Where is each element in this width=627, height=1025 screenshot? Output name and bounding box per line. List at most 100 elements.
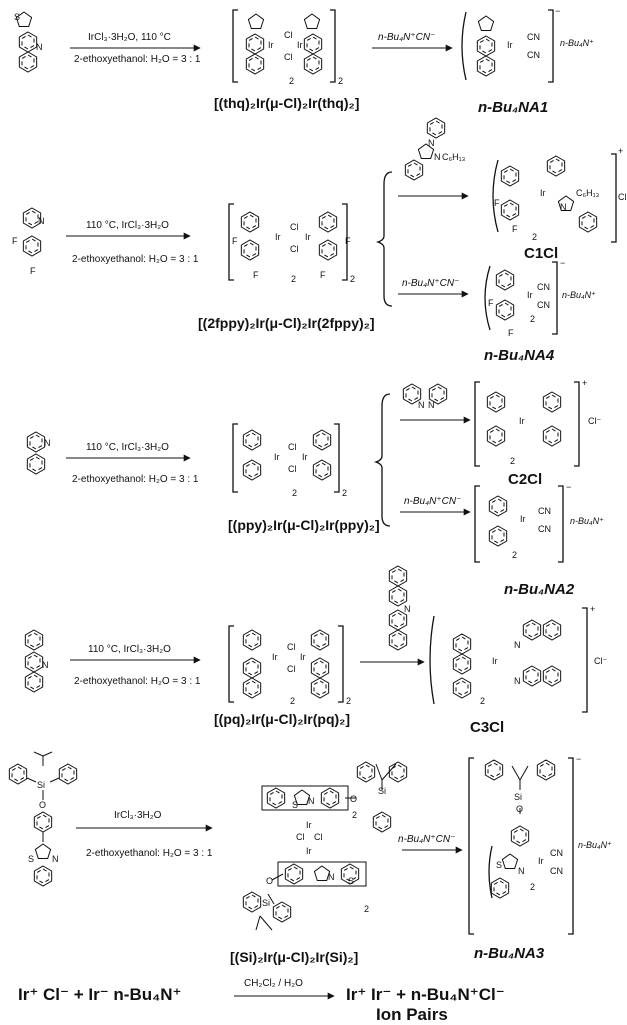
equation-right: Ir⁺ Ir⁻ + n-Bu₄N⁺Cl⁻: [346, 985, 505, 1004]
cond-top-thq: IrCl₃·3H₂O, 110 °C: [88, 32, 171, 43]
ligand-bipyridine: N N: [402, 383, 448, 410]
branch-brace: [373, 393, 391, 527]
atom-n: N: [514, 676, 521, 686]
atom-n: N: [514, 640, 521, 650]
atom-ir: Ir: [268, 40, 274, 50]
atom-n: N: [42, 660, 49, 670]
row-si: Si O S N IrCl₃·3H₂O 2-ethoxyethanol: H₂O…: [8, 751, 612, 965]
counter-anion: Cl⁻: [618, 192, 627, 202]
atom-n: N: [418, 400, 425, 410]
atom-s: S: [348, 876, 354, 886]
charge-plus: +: [618, 146, 623, 156]
cond-top-ppy: 110 °C, IrCl₃·3H₂O: [86, 442, 169, 453]
atom-cl: Cl: [287, 642, 296, 652]
atom-s: S: [28, 854, 34, 864]
branch-brace: [375, 171, 393, 307]
subscript-2: 2: [352, 810, 357, 820]
atom-cn: CN: [550, 866, 563, 876]
atom-si: Si: [37, 780, 45, 790]
atom-f: F: [30, 266, 36, 276]
charge-plus: +: [582, 378, 587, 388]
atom-n: N: [434, 152, 441, 162]
cond-bottom-pq: 2-ethoxyethanol: H₂O = 3 : 1: [74, 676, 201, 687]
atom-ir: Ir: [540, 188, 546, 198]
product-label-c3: C3Cl: [470, 719, 504, 736]
dimer-si: S N O Si 2 Ir Cl Cl Ir O Si N S 2: [242, 761, 408, 931]
atom-ir: Ir: [272, 652, 278, 662]
product-c1: Ir F F N C₆H₁₃ 2 + Cl⁻: [492, 146, 627, 243]
ligand-pq: N: [24, 629, 49, 693]
counter-cation: n-Bu₄N⁺: [570, 516, 604, 526]
product-a2: Ir CN CN 2 − n-Bu₄N⁺: [474, 482, 604, 563]
row-2fppy: N F F 110 °C, IrCl₃·3H₂O 2-ethoxyethanol…: [12, 117, 627, 364]
atom-n: N: [36, 42, 43, 52]
cond-bottom-thq: 2-ethoxyethanol: H₂O = 3 : 1: [74, 54, 201, 65]
dimer-2fppy: Ir Ir Cl Cl F F F F 2 2: [228, 203, 355, 284]
reagent-ppy: n-Bu₄N⁺CN⁻: [404, 496, 461, 507]
charge-plus: +: [590, 604, 595, 614]
counter-anion: Cl⁻: [588, 416, 601, 426]
atom-n: N: [328, 872, 335, 882]
atom-s: S: [496, 860, 502, 870]
counter-cation: n-Bu₄N⁺: [560, 38, 594, 48]
atom-cl: Cl: [284, 52, 293, 62]
subscript-2: 2: [338, 76, 343, 86]
atom-ir: Ir: [520, 514, 526, 524]
atom-cn: CN: [538, 524, 551, 534]
atom-s: S: [14, 12, 20, 22]
atom-f: F: [345, 236, 351, 246]
row-pq: N 110 °C, IrCl₃·3H₂O 2-ethoxyethanol: H₂…: [24, 565, 607, 736]
reagent-2fppy: n-Bu₄N⁺CN⁻: [402, 278, 459, 289]
ligand-ppy: N: [26, 431, 51, 475]
atom-n: N: [52, 854, 59, 864]
atom-o: O: [350, 794, 357, 804]
subscript-2: 2: [290, 696, 295, 706]
atom-ir: Ir: [538, 856, 544, 866]
atom-si: Si: [262, 898, 270, 908]
dimer-label-si: [(Si)₂Ir(μ-Cl)₂Ir(Si)₂]: [230, 949, 358, 965]
ligand-biquinoline: N: [388, 565, 411, 651]
subscript-2: 2: [350, 274, 355, 284]
charge-minus: −: [566, 482, 571, 492]
subscript-2: 2: [530, 882, 535, 892]
row-thq: S N IrCl₃·3H₂O, 110 °C 2-ethoxyethanol: …: [14, 6, 594, 116]
subscript-2: 2: [289, 76, 294, 86]
product-c3: Ir N N 2 + Cl⁻: [429, 604, 607, 713]
equation-caption: Ion Pairs: [376, 1005, 448, 1024]
atom-cl: Cl: [284, 30, 293, 40]
atom-f: F: [508, 328, 514, 338]
atom-cl: Cl: [290, 222, 299, 232]
atom-ir: Ir: [300, 652, 306, 662]
atom-n: N: [308, 796, 315, 806]
subscript-2: 2: [346, 696, 351, 706]
atom-f: F: [488, 298, 494, 308]
subscript-2: 2: [364, 904, 369, 914]
product-label-a3: n-Bu₄NA3: [474, 945, 545, 962]
ligand-thq: S N: [14, 11, 43, 73]
subscript-2: 2: [532, 232, 537, 242]
atom-o: O: [39, 800, 46, 810]
subscript-2: 2: [510, 456, 515, 466]
reagent-thq: n-Bu₄N⁺CN⁻: [378, 32, 435, 43]
atom-o: O: [266, 876, 273, 886]
atom-n: N: [428, 138, 435, 148]
atom-cn: CN: [538, 506, 551, 516]
atom-cn: CN: [527, 32, 540, 42]
atom-cl: Cl: [288, 464, 297, 474]
hexyl-group: C₆H₁₃: [442, 152, 466, 162]
atom-f: F: [232, 236, 238, 246]
atom-f: F: [494, 198, 500, 208]
counter-cation: n-Bu₄N⁺: [578, 840, 612, 850]
product-label-c2: C2Cl: [508, 471, 542, 488]
atom-ir: Ir: [306, 846, 312, 856]
atom-ir: Ir: [492, 656, 498, 666]
atom-f: F: [253, 270, 259, 280]
dimer-label-2fppy: [(2fppy)₂Ir(μ-Cl)₂Ir(2fppy)₂]: [198, 315, 375, 331]
atom-cl: Cl: [288, 442, 297, 452]
atom-cn: CN: [550, 848, 563, 858]
atom-cl: Cl: [287, 664, 296, 674]
counter-cation: n-Bu₄N⁺: [562, 290, 596, 300]
atom-n: N: [428, 400, 435, 410]
ligand-si: Si O S N: [8, 751, 78, 887]
